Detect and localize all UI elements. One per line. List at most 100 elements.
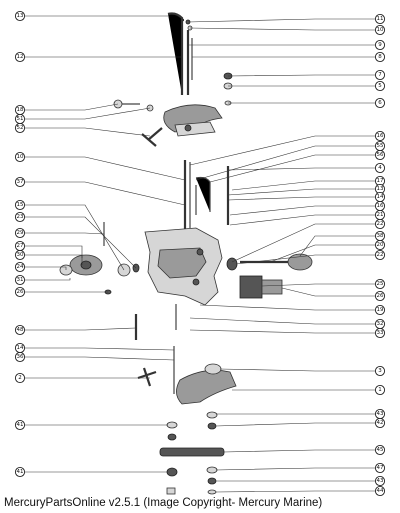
callout-right-43: 43	[374, 475, 386, 487]
callout-right-26: 26	[374, 290, 386, 302]
tilt-tube-45	[159, 447, 225, 457]
callout-left-51: 51	[14, 113, 26, 125]
leader-right-25	[261, 283, 375, 287]
leader-right-32	[189, 317, 375, 325]
washer-43	[206, 411, 218, 419]
leader-right-16	[189, 135, 375, 166]
callout-right-4: 4	[374, 162, 386, 174]
leader-right-3	[219, 368, 375, 372]
callout-left-48: 48	[14, 324, 26, 336]
parts-illustration	[59, 12, 313, 495]
callout-right-20: 20	[374, 239, 386, 251]
leader-left-52	[25, 127, 151, 137]
svg-text:18: 18	[17, 107, 24, 113]
callout-left-24: 24	[14, 261, 26, 273]
leader-right-22	[235, 254, 375, 265]
callout-right-25: 25	[374, 278, 386, 290]
svg-text:7: 7	[378, 72, 382, 78]
leader-left-23	[25, 216, 137, 269]
svg-text:16: 16	[377, 133, 384, 139]
nut-43-bottom	[207, 477, 217, 485]
svg-text:56: 56	[377, 152, 384, 158]
svg-text:10: 10	[17, 154, 24, 160]
svg-text:31: 31	[17, 277, 24, 283]
svg-text:22: 22	[377, 221, 384, 227]
washer-47	[206, 466, 218, 474]
svg-text:32: 32	[377, 321, 384, 327]
callout-right-6: 6	[374, 97, 386, 109]
svg-text:25: 25	[377, 281, 384, 287]
long-bolt-13	[167, 12, 184, 95]
leader-right-13	[227, 188, 375, 196]
svg-text:44: 44	[377, 488, 384, 494]
leader-right-56	[209, 154, 375, 183]
callout-right-47: 47	[374, 462, 386, 474]
leader-left-51	[25, 107, 151, 120]
svg-text:36: 36	[17, 354, 24, 360]
leader-right-7	[227, 74, 375, 77]
leader-right-19	[199, 304, 375, 311]
callout-left-26: 26	[14, 286, 26, 298]
leader-right-44	[215, 490, 375, 493]
svg-text:43: 43	[377, 411, 384, 417]
leader-left-14	[25, 347, 175, 351]
bracket-bore-a	[196, 248, 204, 256]
callout-left-14: 14	[14, 342, 26, 354]
callout-left-41: 41	[14, 466, 26, 478]
leader-left-31	[25, 278, 71, 281]
left-callout-column: 1312185152103715232927302431264814362414…	[14, 10, 26, 478]
callout-right-22: 22	[374, 249, 386, 261]
callout-right-42: 42	[374, 417, 386, 429]
callout-right-7: 7	[374, 69, 386, 81]
t-handle-screw-52	[147, 127, 163, 141]
lower-swivel-bracket-1	[176, 369, 237, 405]
svg-text:1: 1	[378, 387, 382, 393]
callout-right-3: 3	[374, 365, 386, 377]
svg-text:38: 38	[377, 233, 384, 239]
nut-42	[207, 422, 217, 430]
svg-text:10: 10	[377, 27, 384, 33]
leader-right-22	[231, 223, 375, 263]
leader-right-26	[281, 287, 375, 297]
callout-right-21: 21	[374, 209, 386, 221]
svg-text:41: 41	[17, 422, 24, 428]
nut-41-top	[167, 433, 177, 441]
callout-right-43: 43	[374, 408, 386, 420]
callout-right-16: 16	[374, 200, 386, 212]
callout-left-2: 2	[14, 372, 26, 384]
leader-left-29	[25, 232, 105, 235]
leader-left-30	[25, 254, 83, 265]
plate-3	[204, 363, 222, 375]
callout-right-9: 9	[374, 39, 386, 51]
callout-right-55: 55	[374, 140, 386, 152]
callout-right-10: 10	[374, 24, 386, 36]
leader-right-45	[223, 449, 375, 453]
svg-text:16: 16	[377, 203, 384, 209]
svg-text:8: 8	[378, 54, 382, 60]
callout-left-41: 41	[14, 419, 26, 431]
callout-right-44: 44	[374, 485, 386, 497]
svg-text:3: 3	[378, 368, 382, 374]
svg-text:9: 9	[378, 42, 382, 48]
callout-right-19: 19	[374, 304, 386, 316]
svg-text:47: 47	[377, 465, 384, 471]
leader-right-33	[189, 329, 375, 334]
callout-left-13: 13	[14, 10, 26, 22]
leader-right-14	[227, 196, 375, 201]
callout-right-33: 33	[374, 327, 386, 339]
svg-text:30: 30	[17, 252, 24, 258]
leader-left-37	[25, 181, 186, 206]
svg-text:5: 5	[378, 83, 382, 89]
right-callout-column: 1110987561655564171314162122382022252619…	[374, 13, 386, 497]
callout-right-8: 8	[374, 51, 386, 63]
nut-22	[226, 257, 238, 271]
leader-right-38	[299, 235, 375, 257]
svg-text:2: 2	[18, 375, 22, 381]
leader-right-11	[187, 18, 375, 23]
callout-left-27: 27	[14, 240, 26, 252]
leader-right-42	[215, 422, 375, 427]
bracket-bore-b	[192, 278, 200, 286]
clamp-knob-38	[287, 253, 313, 271]
copyright-caption: MercuryPartsOnline v2.5.1 (Image Copyrig…	[4, 497, 323, 509]
svg-text:24: 24	[17, 264, 24, 270]
